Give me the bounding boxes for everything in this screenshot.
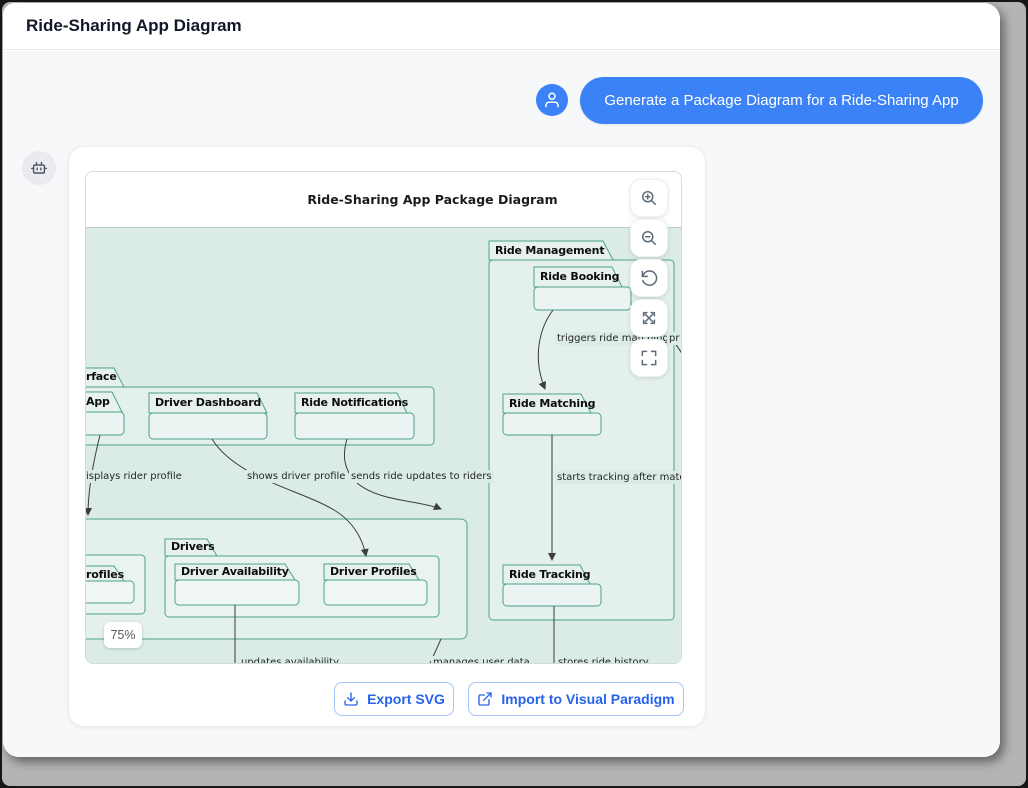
package-ride-booking-body[interactable] xyxy=(533,286,632,311)
export-svg-label: Export SVG xyxy=(367,691,445,707)
package-user-interface-tab[interactable] xyxy=(86,367,125,388)
chat-content-area: Generate a Package Diagram for a Ride-Sh… xyxy=(3,51,1000,757)
package-label-ride-tracking: Ride Tracking xyxy=(509,568,591,581)
fullscreen-button[interactable] xyxy=(630,339,668,377)
edge-label-updates-availability: updates availability xyxy=(239,656,342,663)
edge-triggers-ride-matching xyxy=(537,309,554,390)
edge-shows-driver-profile xyxy=(211,438,369,557)
zoom-out-icon xyxy=(642,231,656,245)
reset-view-button[interactable] xyxy=(630,259,668,297)
package-label-driver-dashboard: Driver Dashboard xyxy=(155,396,262,409)
import-visual-paradigm-button[interactable]: Import to Visual Paradigm xyxy=(468,682,684,716)
package-driver-dashboard-tab[interactable] xyxy=(148,392,268,414)
package-ride-matching-tab[interactable] xyxy=(502,393,592,414)
package-label-driver-profiles: Driver Profiles xyxy=(330,565,417,578)
zoom-level-badge: 75% xyxy=(104,622,142,648)
package-driver-availability-body[interactable] xyxy=(174,579,300,606)
package-ride-tracking-tab[interactable] xyxy=(502,564,591,585)
package-driver-availability-tab[interactable] xyxy=(174,563,296,581)
package-rider-profiles-tab[interactable] xyxy=(86,565,125,582)
page-title: Ride-Sharing App Diagram xyxy=(26,16,242,35)
external-link-icon xyxy=(478,692,493,706)
package-rider-profiles-body[interactable] xyxy=(86,580,135,604)
download-icon xyxy=(344,692,358,706)
package-driver-profiles-body[interactable] xyxy=(323,579,428,606)
edge-manages-user-data xyxy=(429,638,442,663)
package-rider-app-body[interactable] xyxy=(86,411,125,436)
package-label-rider-profiles: rofiles xyxy=(86,568,124,581)
bot-avatar xyxy=(22,151,56,185)
zoom-in-button[interactable] xyxy=(630,179,668,217)
person-icon xyxy=(545,92,559,108)
top-bar: Ride-Sharing App Diagram xyxy=(3,3,1000,50)
expand-button[interactable] xyxy=(630,299,668,337)
package-ride-booking-tab[interactable] xyxy=(533,266,623,288)
package-drivers-tab[interactable] xyxy=(164,538,218,557)
edge-label-starts-tracking: starts tracking after match xyxy=(555,471,681,484)
diagram-card: Ride-Sharing App Package Diagram xyxy=(68,146,706,727)
fullscreen-icon xyxy=(641,350,657,366)
edge-label-shows-driver-profile: shows driver profile xyxy=(245,470,348,483)
diagram-title: Ride-Sharing App Package Diagram xyxy=(307,192,558,207)
package-driver-dashboard-body[interactable] xyxy=(148,412,268,440)
package-ride-notifications-body[interactable] xyxy=(294,412,415,440)
edge-label-pr-clipped: pr xyxy=(667,332,681,345)
robot-icon xyxy=(30,161,48,174)
zoom-in-icon xyxy=(642,191,656,205)
edge-label-manages-user-data: manages user data xyxy=(431,656,532,663)
reset-view-icon xyxy=(641,270,658,286)
edge-label-sends-ride-updates: sends ride updates to riders xyxy=(349,470,494,483)
diagram-canvas[interactable]: Ride Management Ride Booking Ride Matchi… xyxy=(86,228,681,663)
package-label-drivers: Drivers xyxy=(171,540,215,553)
user-message-bubble: Generate a Package Diagram for a Ride-Sh… xyxy=(580,77,983,124)
user-avatar xyxy=(536,84,568,116)
package-label-ride-matching: Ride Matching xyxy=(509,397,596,410)
diagram-panel-header: Ride-Sharing App Package Diagram xyxy=(86,172,681,228)
user-message-text: Generate a Package Diagram for a Ride-Sh… xyxy=(604,92,959,109)
package-label-user-interface: rface xyxy=(86,370,117,383)
import-visual-paradigm-label: Import to Visual Paradigm xyxy=(501,691,675,707)
edge-label-displays-rider-profile: isplays rider profile xyxy=(86,470,184,483)
export-svg-button[interactable]: Export SVG xyxy=(334,682,454,716)
package-label-rider-app: App xyxy=(86,395,110,408)
package-label-ride-notifications: Ride Notifications xyxy=(301,396,409,409)
package-ride-tracking-body[interactable] xyxy=(502,583,602,607)
diagram-panel: Ride-Sharing App Package Diagram xyxy=(85,171,682,664)
view-controls xyxy=(630,179,668,377)
package-label-ride-management: Ride Management xyxy=(495,244,605,257)
package-label-ride-booking: Ride Booking xyxy=(540,270,620,283)
package-ride-matching-body[interactable] xyxy=(502,412,602,436)
zoom-level-text: 75% xyxy=(110,628,136,642)
edge-label-stores-ride-history: stores ride history xyxy=(556,656,651,663)
app-window: Ride-Sharing App Diagram Generate a Pack… xyxy=(3,3,1000,757)
expand-icon xyxy=(642,311,656,325)
package-label-driver-availability: Driver Availability xyxy=(181,565,289,578)
package-rider-app-tab[interactable] xyxy=(86,391,123,413)
package-ride-management-tab[interactable] xyxy=(488,240,614,261)
package-driver-profiles-tab[interactable] xyxy=(323,563,420,581)
zoom-out-button[interactable] xyxy=(630,219,668,257)
package-ride-notifications-tab[interactable] xyxy=(294,392,408,414)
